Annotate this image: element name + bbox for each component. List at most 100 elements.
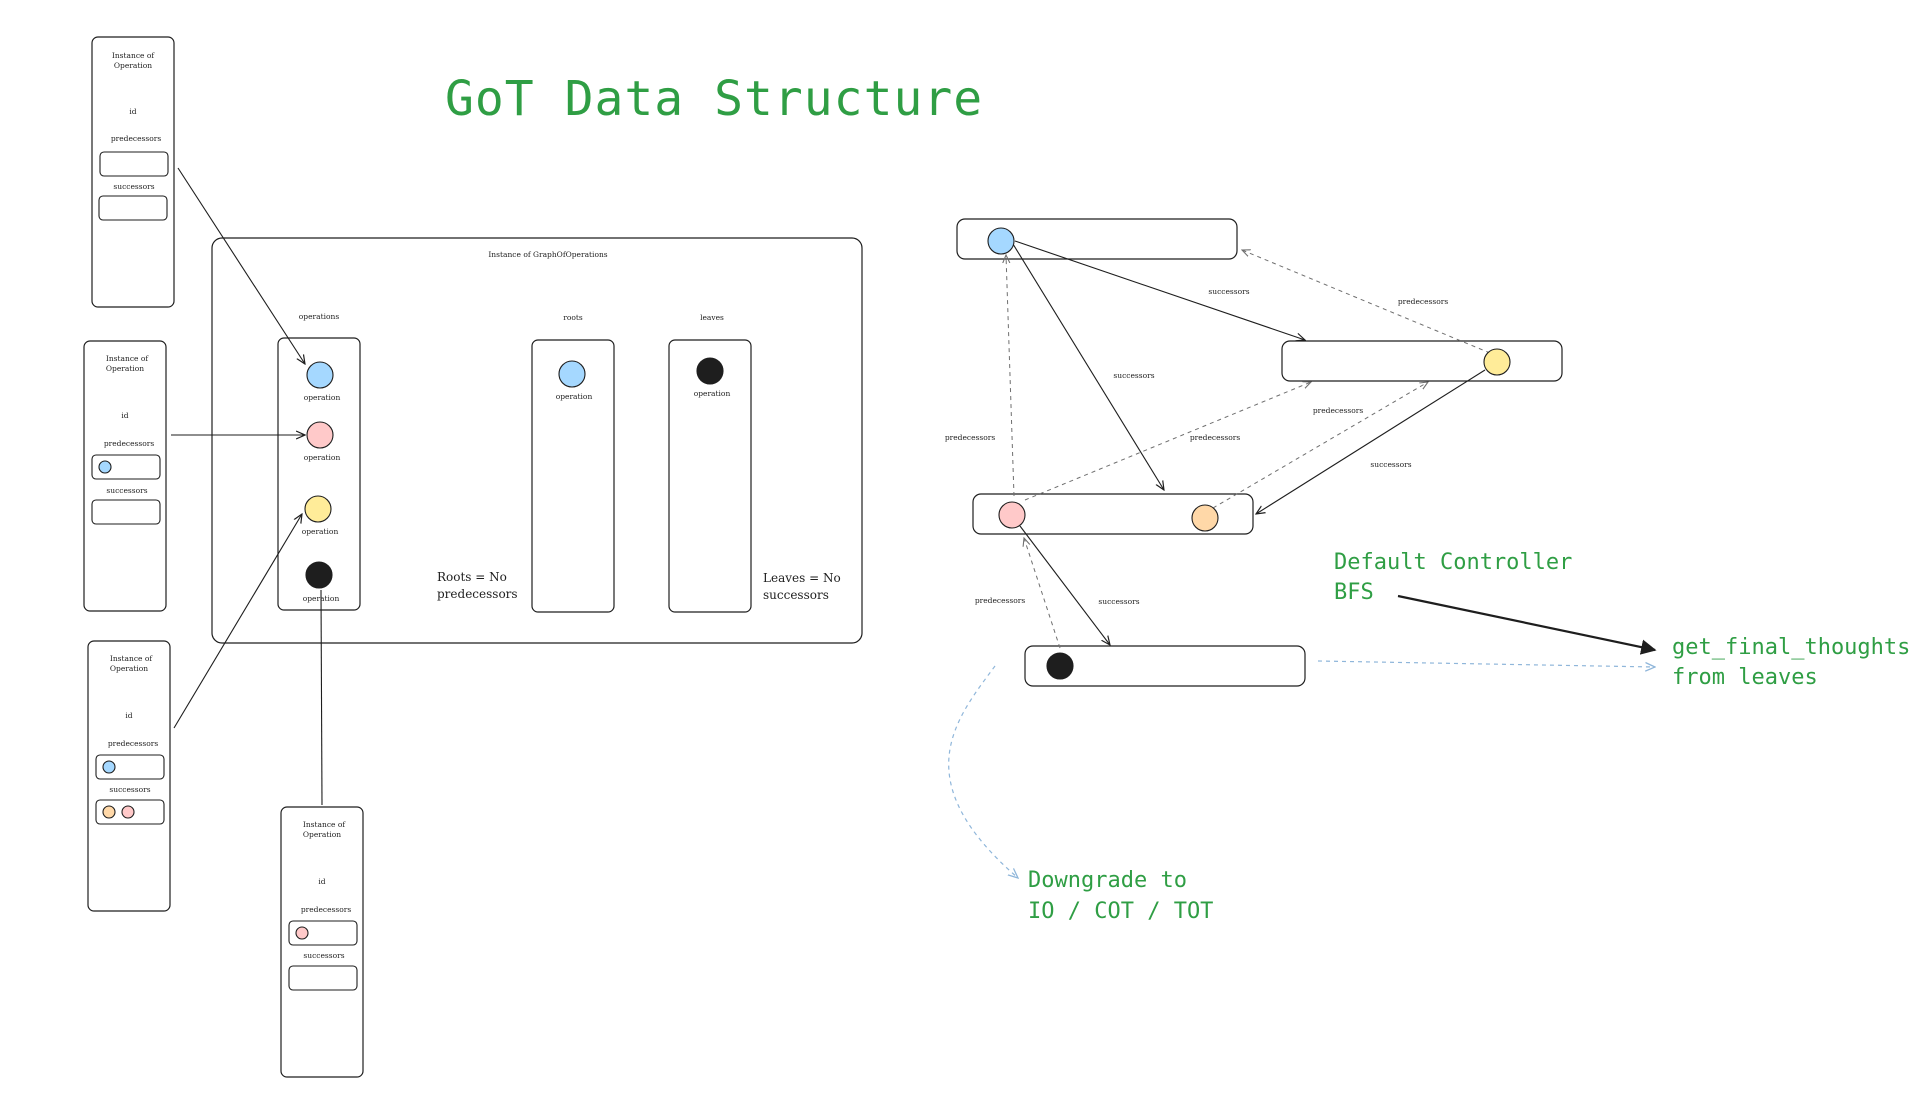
- edge-blue-to-yellow: [1014, 240, 1305, 340]
- edge-label-successors: successors: [1370, 460, 1411, 469]
- card-title-2: Instance of: [106, 354, 149, 363]
- card-id-1: id: [129, 107, 136, 116]
- leaves-to-final-arrow: [1317, 660, 1655, 667]
- card-id-3: id: [125, 711, 132, 720]
- controller-arrow: [1397, 594, 1657, 655]
- edge-label-predecessors: predecessors: [1313, 406, 1364, 415]
- card-pred-field-1: [99, 151, 169, 177]
- root-operation-label: operation: [556, 392, 593, 401]
- controller-note-line1: Default Controller: [1334, 550, 1572, 575]
- leaves-note-line2: successors: [763, 588, 829, 602]
- edge-label-predecessors: predecessors: [945, 433, 996, 442]
- graph-node-row-1[interactable]: [956, 218, 1238, 260]
- card-pred-label-2: predecessors: [104, 439, 155, 448]
- card3-to-op-arrow: [173, 514, 302, 729]
- edge-label-predecessors: predecessors: [975, 596, 1026, 605]
- edge-label-successors: successors: [1098, 597, 1139, 606]
- succ-chip-orange: [102, 805, 116, 819]
- card-succ-field-2: [91, 499, 161, 525]
- edge-label-successors: successors: [1208, 287, 1249, 296]
- graph-node-row-4[interactable]: [1024, 645, 1306, 687]
- card-subtitle-4: Operation: [303, 830, 341, 839]
- card-succ-field-4: [288, 965, 358, 991]
- edge-yellow-to-orange: [1256, 369, 1486, 514]
- edge-pink-to-black: [1019, 525, 1110, 645]
- succ-chip-pink: [121, 805, 135, 819]
- edge-label-predecessors: predecessors: [1398, 297, 1449, 306]
- leaves-note-line1: Leaves = No: [763, 571, 841, 585]
- operation-label: operation: [304, 393, 341, 402]
- operation-card-1[interactable]: Instance of Operation id predecessors su…: [91, 36, 175, 308]
- card-title-1: Instance of: [112, 51, 155, 60]
- roots-column: [531, 339, 615, 613]
- card-succ-label-1: successors: [113, 182, 154, 191]
- diagram-title: GoT Data Structure: [445, 71, 983, 127]
- card-succ-label-2: successors: [106, 486, 147, 495]
- graph-node-row-3[interactable]: [972, 493, 1254, 535]
- controller-note-line2: BFS: [1334, 580, 1374, 605]
- card-id-2: id: [121, 411, 128, 420]
- leaves-header: leaves: [700, 313, 724, 322]
- edge-blue-to-orange: [1012, 243, 1164, 490]
- graph-node-yellow[interactable]: [1483, 348, 1511, 376]
- card-pred-field-3: [95, 754, 165, 780]
- roots-note-line2: predecessors: [437, 587, 518, 601]
- roots-note-line1: Roots = No: [437, 570, 507, 584]
- pred-pink-to-blue: [1006, 255, 1015, 497]
- leaf-operation-label: operation: [694, 389, 731, 398]
- card-succ-label-4: successors: [303, 951, 344, 960]
- operation-node-yellow[interactable]: [304, 495, 332, 523]
- card-pred-label-1: predecessors: [111, 134, 162, 143]
- card-title-4: Instance of: [303, 820, 346, 829]
- card-pred-label-4: predecessors: [301, 905, 352, 914]
- root-node-blue[interactable]: [558, 360, 586, 388]
- op-to-card4-line: [320, 589, 323, 806]
- card-succ-field-1: [98, 195, 168, 221]
- pred-chip-pink: [295, 926, 309, 940]
- operations-header: operations: [299, 312, 340, 321]
- pred-chip-blue: [98, 460, 112, 474]
- pred-black-to-pink: [1024, 538, 1061, 649]
- edge-label-predecessors: predecessors: [1190, 433, 1241, 442]
- card-pred-field-2: [91, 454, 161, 480]
- card-subtitle-3: Operation: [110, 664, 148, 673]
- operation-node-black[interactable]: [305, 561, 333, 589]
- operation-label: operation: [304, 453, 341, 462]
- pred-chip-blue: [102, 760, 116, 774]
- roots-header: roots: [563, 313, 583, 322]
- card-succ-label-3: successors: [109, 785, 150, 794]
- card-subtitle-1: Operation: [114, 61, 152, 70]
- downgrade-line2: IO / COT / TOT: [1028, 899, 1213, 924]
- card1-to-op-arrow: [177, 167, 305, 364]
- graph-of-operations-container[interactable]: Instance of GraphOfOperations operations…: [211, 237, 863, 644]
- graph-node-pink[interactable]: [998, 501, 1026, 529]
- card-id-4: id: [318, 877, 325, 886]
- graph-node-row-2[interactable]: [1281, 340, 1563, 382]
- operation-node-pink[interactable]: [306, 421, 334, 449]
- card-pred-label-3: predecessors: [108, 739, 159, 748]
- final-thoughts-line1: get_final_thoughts: [1672, 635, 1910, 660]
- graph-node-blue[interactable]: [987, 227, 1015, 255]
- downgrade-arrow: [948, 665, 1018, 878]
- operation-card-2[interactable]: Instance of Operation id predecessors su…: [83, 340, 167, 612]
- container-title: Instance of GraphOfOperations: [488, 250, 607, 259]
- final-thoughts-line2: from leaves: [1672, 665, 1818, 690]
- graph-node-black[interactable]: [1046, 652, 1074, 680]
- operation-card-4[interactable]: Instance of Operation id predecessors su…: [280, 806, 364, 1078]
- operations-column: [277, 337, 361, 611]
- pred-orange-to-yellow: [1212, 382, 1428, 509]
- operation-card-3[interactable]: Instance of Operation id predecessors su…: [87, 640, 171, 912]
- operation-label: operation: [302, 527, 339, 536]
- leaves-column: [668, 339, 752, 613]
- downgrade-line1: Downgrade to: [1028, 868, 1187, 893]
- operation-node-blue[interactable]: [306, 361, 334, 389]
- card-title-3: Instance of: [110, 654, 153, 663]
- edge-label-successors: successors: [1113, 371, 1154, 380]
- pred-yellow-to-blue: [1242, 250, 1491, 354]
- card-pred-field-4: [288, 920, 358, 946]
- leaf-node-black[interactable]: [696, 357, 724, 385]
- pred-pink-to-row2: [1024, 382, 1311, 501]
- graph-node-orange[interactable]: [1191, 504, 1219, 532]
- card-subtitle-2: Operation: [106, 364, 144, 373]
